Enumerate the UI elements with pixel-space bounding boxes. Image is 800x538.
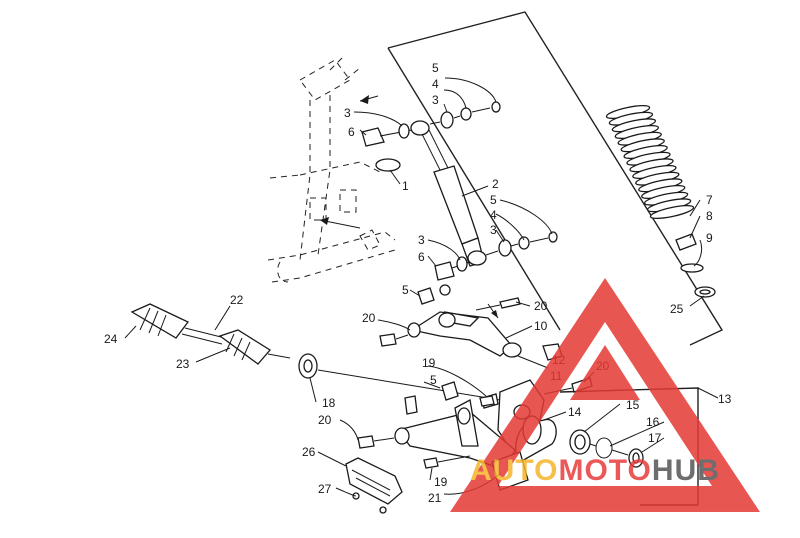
- drive-axle: [130, 303, 501, 401]
- part-label: 3: [344, 106, 351, 120]
- part-label: 20: [318, 413, 332, 427]
- part-label: 24: [104, 332, 118, 346]
- part-label: 10: [534, 319, 548, 333]
- part-label: 2: [492, 177, 499, 191]
- part-label: 15: [626, 398, 640, 412]
- part-label: 3: [490, 223, 497, 237]
- spring-seats: [675, 233, 716, 298]
- svg-text:AUTOMOTOHUB: AUTOMOTOHUB: [470, 454, 720, 487]
- part-label: 3: [418, 233, 425, 247]
- part-label: 25: [670, 302, 684, 316]
- part-label: 13: [718, 392, 732, 406]
- spring-coil: [649, 205, 695, 219]
- top-hardware: [359, 95, 501, 172]
- middle-hardware: [434, 231, 558, 281]
- part-label: 22: [230, 293, 244, 307]
- part-label: 7: [706, 193, 713, 207]
- part-label: 5: [490, 193, 497, 207]
- part-label: 6: [348, 125, 355, 139]
- part-label: 3: [432, 93, 439, 107]
- part-label: 23: [176, 357, 190, 371]
- part-label: 4: [490, 208, 497, 222]
- shock-absorber: [410, 120, 487, 267]
- coil-spring: [605, 105, 695, 219]
- part-label: 20: [362, 311, 376, 325]
- watermark-triangle-logo: [450, 278, 760, 512]
- part-label: 19: [434, 475, 448, 489]
- watermark: AUTOMOTOHUB: [450, 278, 760, 512]
- part-label: 27: [318, 482, 332, 496]
- part-label: 9: [706, 231, 713, 245]
- part-label: 16: [646, 415, 660, 429]
- watermark-text-auto: AUTO: [470, 454, 558, 487]
- leader-lines: [124, 77, 719, 497]
- part-label: 26: [302, 445, 316, 459]
- part-label: 20: [534, 299, 548, 313]
- part-label: 5: [432, 61, 439, 75]
- skid-plate: [345, 457, 403, 514]
- part-label: 21: [428, 491, 442, 505]
- part-label: 14: [568, 405, 582, 419]
- watermark-text-moto: MOTO: [558, 454, 651, 487]
- watermark-inner-mark: [570, 345, 640, 400]
- part-label: 4: [432, 77, 439, 91]
- part-label: 18: [322, 396, 336, 410]
- part-label: 8: [706, 209, 713, 223]
- part-label: 5: [402, 283, 409, 297]
- part-label: 19: [422, 356, 436, 370]
- part-label: 5: [430, 373, 437, 387]
- part-label: 1: [402, 179, 409, 193]
- part-labels: 5 4 3 3 6 1 2 5 4 3 3 6 5 20 20 10 22 24…: [104, 61, 732, 505]
- part-label: 17: [648, 431, 662, 445]
- part-label: 6: [418, 250, 425, 264]
- watermark-text-hub: HUB: [652, 454, 720, 487]
- vehicle-frame: [267, 54, 396, 283]
